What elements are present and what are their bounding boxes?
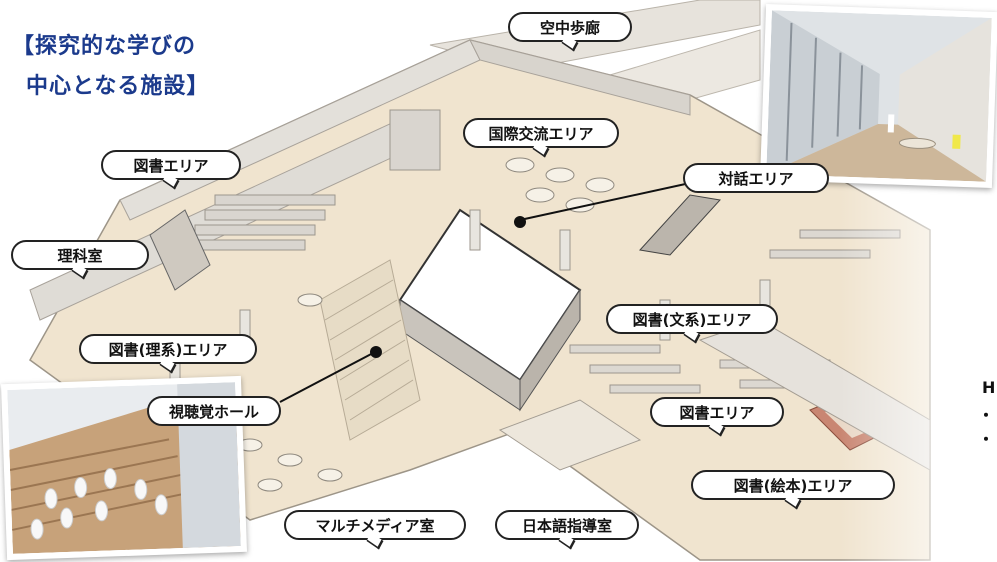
label-books-humanities: 図書(文系)エリア: [606, 304, 778, 334]
label-av-hall: 視聴覚ホール: [147, 396, 281, 426]
label-science-room: 理科室: [11, 240, 149, 270]
corridor-photo-image: [766, 10, 992, 182]
edge-text-bullet2: ・: [978, 430, 995, 449]
label-dialogue-area: 対話エリア: [683, 163, 829, 193]
page-title-line2: 中心となる施設】: [26, 74, 210, 99]
edge-text-h: H: [982, 378, 996, 397]
edge-text-bullet1: ・: [978, 406, 995, 425]
label-japanese-instruction: 日本語指導室: [495, 510, 639, 540]
label-books-area-upper: 図書エリア: [101, 150, 241, 180]
label-skywalk: 空中歩廊: [508, 12, 632, 42]
label-international-exchange: 国際交流エリア: [463, 118, 619, 148]
label-books-science: 図書(理系)エリア: [79, 334, 257, 364]
label-multimedia-room: マルチメディア室: [284, 510, 466, 540]
label-picture-books: 図書(絵本)エリア: [691, 470, 895, 500]
label-books-area-lower: 図書エリア: [650, 397, 784, 427]
page-title-line1: 【探究的な学びの: [12, 34, 197, 59]
corridor-photo: [759, 4, 997, 188]
